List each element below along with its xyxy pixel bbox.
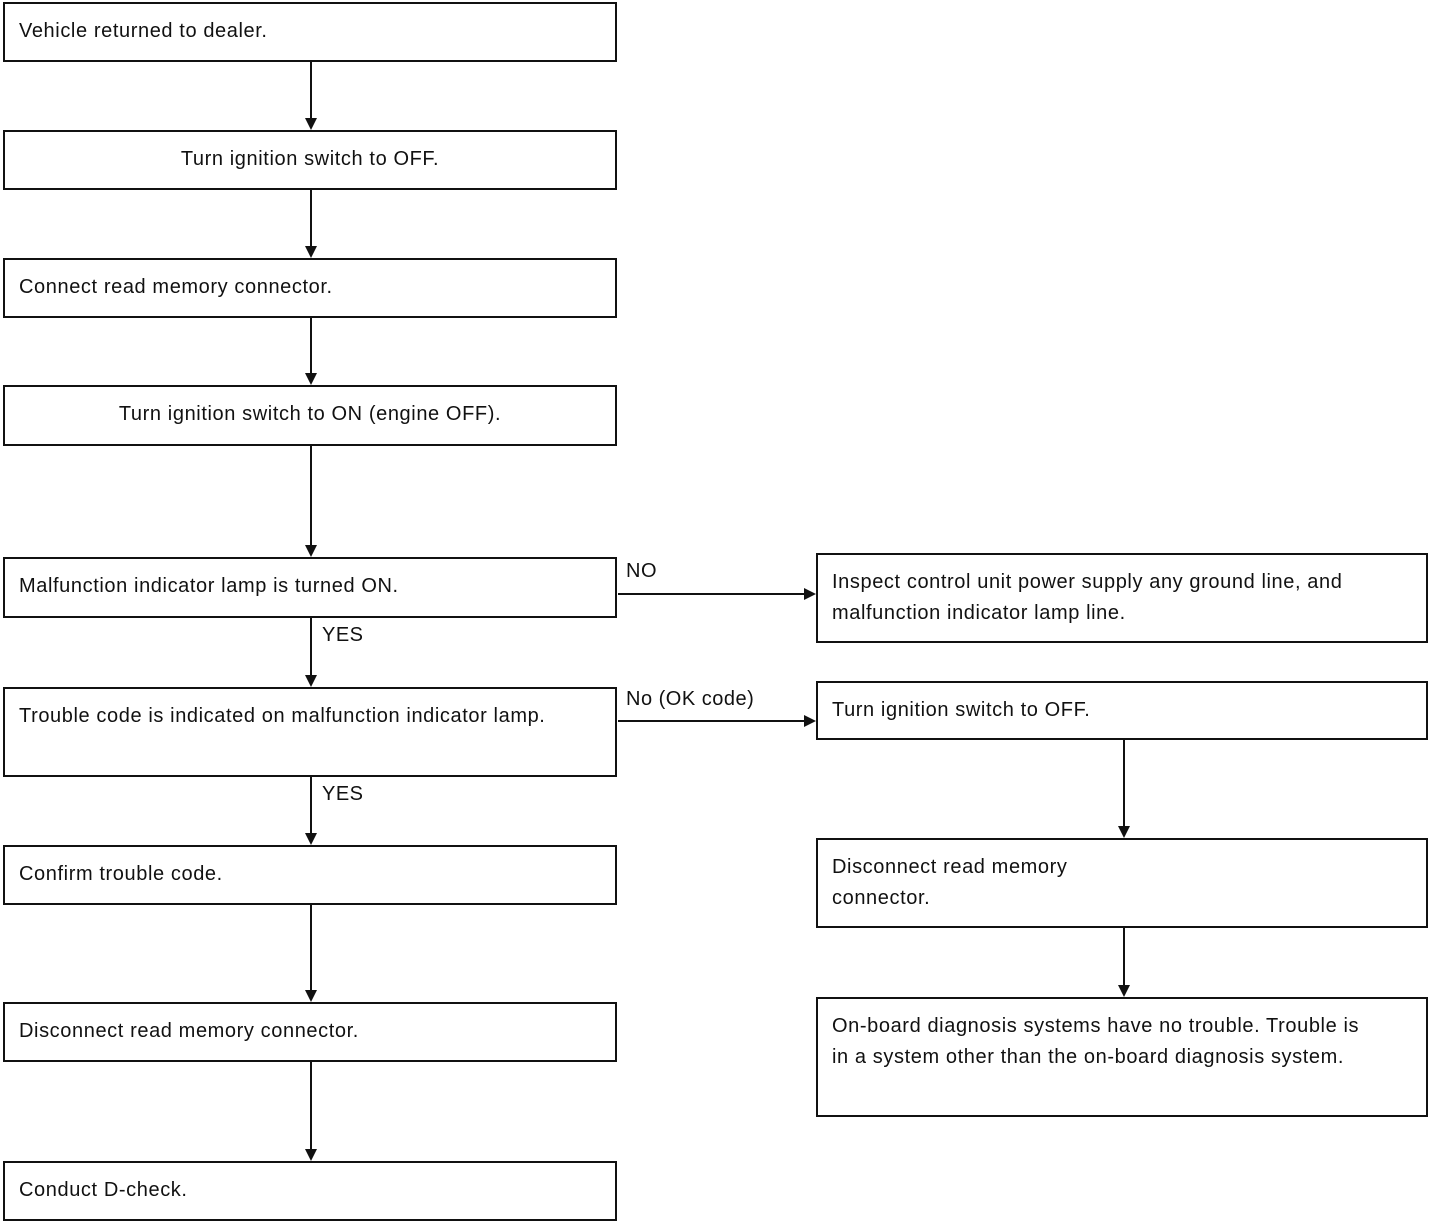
step-vehicle-returned: Vehicle returned to dealer.	[3, 2, 617, 62]
branch-no-trouble-result: On-board diagnosis systems have no troub…	[816, 997, 1428, 1117]
step-disconnect-memory: Disconnect read memory connector.	[3, 1002, 617, 1062]
step-trouble-code-indicated: Trouble code is indicated on malfunction…	[3, 687, 617, 777]
step-confirm-code: Confirm trouble code.	[3, 845, 617, 905]
step-connect-memory: Connect read memory connector.	[3, 258, 617, 318]
branch-disconnect-memory: Disconnect read memory connector.	[816, 838, 1428, 928]
label-yes-mil: YES	[322, 624, 364, 646]
step-ignition-on: Turn ignition switch to ON (engine OFF).	[3, 385, 617, 446]
step-mil-on: Malfunction indicator lamp is turned ON.	[3, 557, 617, 618]
branch-ignition-off: Turn ignition switch to OFF.	[816, 681, 1428, 740]
step-d-check: Conduct D-check.	[3, 1161, 617, 1221]
step-ignition-off: Turn ignition switch to OFF.	[3, 130, 617, 190]
label-no-mil: NO	[626, 560, 657, 582]
label-yes-code: YES	[322, 783, 364, 805]
branch-inspect-lines: Inspect control unit power supply any gr…	[816, 553, 1428, 643]
label-no-ok-code: No (OK code)	[626, 688, 755, 710]
